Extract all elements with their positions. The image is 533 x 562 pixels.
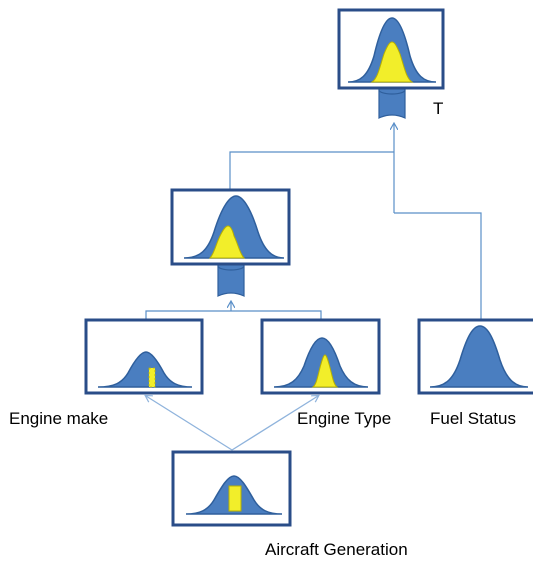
highlight-engine-type — [311, 354, 339, 388]
highlight-aircraft-generation — [228, 485, 242, 512]
bell-curve-engine-make — [97, 351, 193, 388]
node-engine-make — [84, 318, 204, 395]
highlight-engine-make — [148, 367, 156, 388]
label-engine-make: Engine make — [9, 409, 109, 428]
node-top — [337, 8, 445, 90]
bell-curve-fuel-status — [429, 325, 529, 388]
connector-children-to-engine — [145, 310, 322, 320]
bell-curve-engine — [183, 195, 285, 259]
node-fuel-status — [417, 318, 533, 395]
cylinder-connector-engine — [217, 261, 245, 297]
label-aircraft-generation: Aircraft Generation — [265, 540, 408, 559]
connector-engine-to-top — [229, 151, 394, 190]
label-top-node: T — [433, 99, 444, 118]
label-engine-type: Engine Type — [297, 409, 392, 428]
node-engine — [170, 188, 291, 266]
connector-fuel-to-top — [394, 212, 482, 320]
node-engine-type — [260, 318, 381, 395]
highlight-top — [370, 41, 414, 83]
cylinder-connector-top — [378, 85, 406, 119]
highlight-engine — [208, 225, 246, 259]
label-fuel-status: Fuel Status — [430, 409, 516, 428]
connectors — [145, 124, 482, 451]
arrow-aircraft-to-engine-make — [146, 396, 233, 451]
arrow-aircraft-to-engine-type — [231, 396, 318, 451]
node-aircraft-generation — [171, 450, 292, 527]
